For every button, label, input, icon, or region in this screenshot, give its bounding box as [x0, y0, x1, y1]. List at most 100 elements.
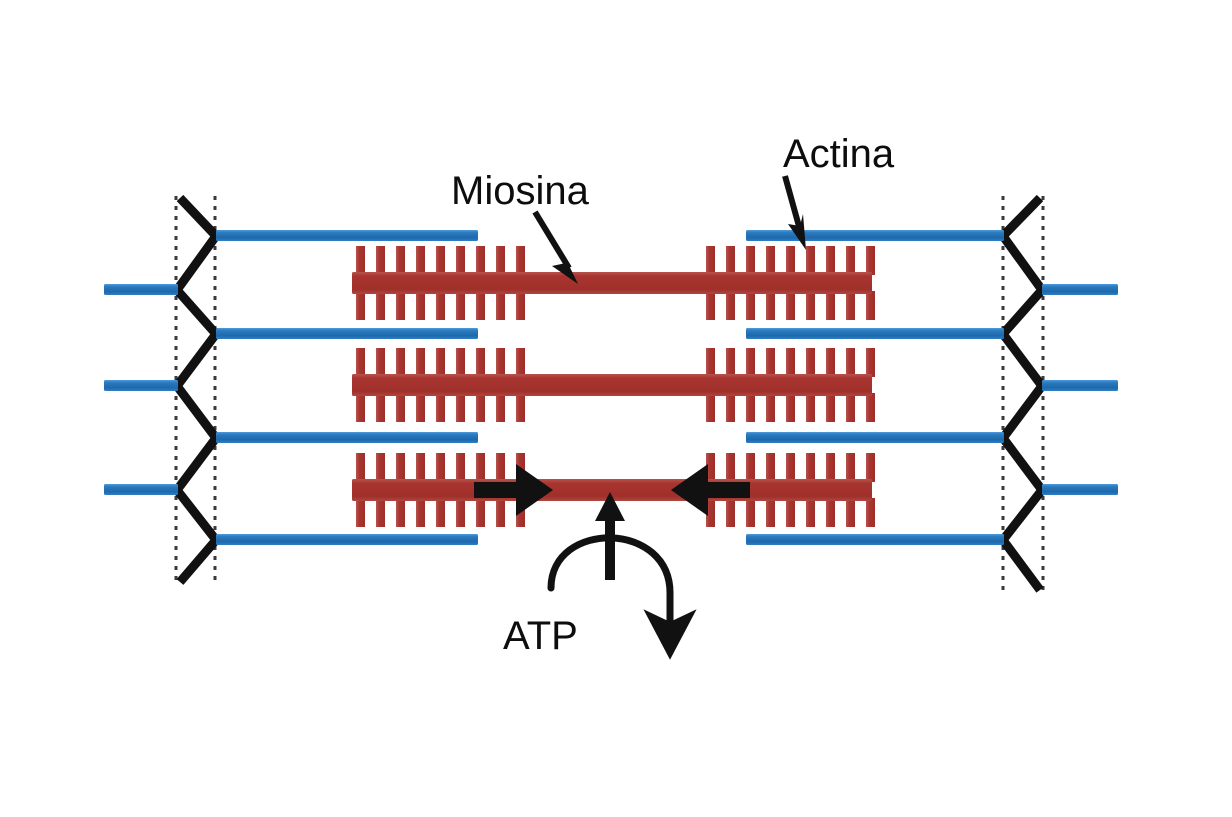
- myosin-row-2-tooth-up-1-7: [846, 348, 855, 377]
- actin-stubs-left-outer: [104, 284, 178, 495]
- myosin-row-3-tooth-down-0-3: [416, 498, 425, 527]
- myosin-row-1-tooth-up-1-6: [826, 246, 835, 275]
- myosin-row-3-tooth-down-0-5: [456, 498, 465, 527]
- myosin-row-2-tooth-down-1-6: [826, 393, 835, 422]
- myosin-row-2-tooth-up-1-6: [826, 348, 835, 377]
- myosin-row-3-tooth-up-1-4: [786, 453, 795, 482]
- myosin-row-3-tooth-down-0-0: [356, 498, 365, 527]
- left-z-disc-zigzag: [171, 194, 222, 585]
- myosin-row-1-tooth-down-1-8: [866, 291, 875, 320]
- myosin-row-3-tooth-down-0-7: [496, 498, 505, 527]
- myosin-row-2-tooth-down-1-2: [746, 393, 755, 422]
- myosin-row-1-tooth-down-1-7: [846, 291, 855, 320]
- actin-stub-left-1: [104, 284, 178, 295]
- atp-up-arrow-icon: [595, 492, 625, 580]
- myosin-row-3-tooth-down-1-5: [806, 498, 815, 527]
- myosin-row-3-tooth-up-1-0: [706, 453, 715, 482]
- myosin-row-1-tooth-down-1-4: [786, 291, 795, 320]
- actin-pointer-line: [782, 175, 803, 231]
- myosin-row-2-tooth-up-0-4: [436, 348, 445, 377]
- myosin-row-1-tooth-up-1-0: [706, 246, 715, 275]
- actin-filament-r-row3: [746, 432, 1004, 443]
- myosin-row-2-tooth-up-1-3: [766, 348, 775, 377]
- myosin-row-1-tooth-down-1-2: [746, 291, 755, 320]
- myosin-row-1-tooth-up-1-5: [806, 246, 815, 275]
- myosin-row-2-tooth-down-0-2: [396, 393, 405, 422]
- myosin-row-2-tooth-down-1-4: [786, 393, 795, 422]
- myosin-row-3-tooth-up-1-8: [866, 453, 875, 482]
- myosin-row-1-tooth-down-0-6: [476, 291, 485, 320]
- myosin-row-1-tooth-up-0-5: [456, 246, 465, 275]
- myosin-row-3-tooth-up-0-3: [416, 453, 425, 482]
- actin-stub-right-1: [1042, 284, 1118, 295]
- myosin-row-2-tooth-down-0-3: [416, 393, 425, 422]
- myosin-row-2-tooth-up-1-8: [866, 348, 875, 377]
- myosin-row-3-tooth-up-1-7: [846, 453, 855, 482]
- myosin-row-1-tooth-up-0-7: [496, 246, 505, 275]
- myosin-row-1-tooth-down-0-4: [436, 291, 445, 320]
- myosin-row-1-tooth-up-1-2: [746, 246, 755, 275]
- myosin-row-1-tooth-down-0-3: [416, 291, 425, 320]
- myosin-row-2-tooth-up-0-5: [456, 348, 465, 377]
- actin-filament-l-row1: [216, 230, 478, 241]
- myosin-row-3-tooth-down-1-0: [706, 498, 715, 527]
- actin-stub-left-2: [104, 380, 178, 391]
- myosin-row-1-tooth-down-0-1: [376, 291, 385, 320]
- right-z-disc-zigzag: [997, 194, 1048, 593]
- myosin-row-2-tooth-down-0-8: [516, 393, 525, 422]
- myosin-row-3-tooth-up-0-7: [496, 453, 505, 482]
- myosin-row-1-tooth-up-0-4: [436, 246, 445, 275]
- myosin-row-2-tooth-up-1-1: [726, 348, 735, 377]
- myosin-row-3-tooth-down-1-1: [726, 498, 735, 527]
- myosin-row-3-tooth-up-0-1: [376, 453, 385, 482]
- actin-filament-l-row4: [216, 534, 478, 545]
- myosin-row-3-tooth-down-1-6: [826, 498, 835, 527]
- actin-stub-right-2: [1042, 380, 1118, 391]
- myosin-row-3-tooth-down-1-3: [766, 498, 775, 527]
- contraction-arrow-left-icon: [671, 464, 750, 516]
- actin-filament-l-row2: [216, 328, 478, 339]
- contraction-arrow-right-icon: [474, 464, 553, 516]
- label-atp: ATP: [503, 614, 578, 658]
- myosin-row-2-tooth-down-0-5: [456, 393, 465, 422]
- myosin-row-1-tooth-down-1-0: [706, 291, 715, 320]
- actin-stub-left-3: [104, 484, 178, 495]
- myosin-row-2-tooth-down-1-0: [706, 393, 715, 422]
- left-z-disc: [171, 194, 222, 585]
- myosin-row-2-tooth-up-1-5: [806, 348, 815, 377]
- myosin-row-1-tooth-up-1-1: [726, 246, 735, 275]
- myosin-row-2-tooth-up-0-1: [376, 348, 385, 377]
- myosin-row-2-tooth-up-0-3: [416, 348, 425, 377]
- label-actina: Actina: [783, 132, 895, 176]
- actin-filament-r-row1: [746, 230, 1004, 241]
- myosin-row-3-tooth-up-1-6: [826, 453, 835, 482]
- myosin-row-3-tooth-down-1-8: [866, 498, 875, 527]
- myosin-row-1-tooth-down-1-1: [726, 291, 735, 320]
- myosin-row-1-tooth-down-0-8: [516, 291, 525, 320]
- myosin-row-1-tooth-down-1-5: [806, 291, 815, 320]
- myosin-row-1-tooth-up-0-0: [356, 246, 365, 275]
- myosin-row-2-tooth-down-1-5: [806, 393, 815, 422]
- actin-pointer-arrowhead: [788, 214, 806, 250]
- myosin-row-1-tooth-up-0-6: [476, 246, 485, 275]
- myosin-row-1-tooth-down-0-5: [456, 291, 465, 320]
- myosin-pointer-arrowhead: [552, 251, 578, 284]
- myosin-row-3-tooth-up-1-3: [766, 453, 775, 482]
- actin-filament-r-row4: [746, 534, 1004, 545]
- actin-stubs-right-outer: [1042, 284, 1118, 495]
- myosin-row-2-tooth-up-0-8: [516, 348, 525, 377]
- myosin-row-1: [352, 246, 875, 320]
- atp-curved-arrow: [547, 534, 697, 660]
- myosin-row-1-tooth-up-1-8: [866, 246, 875, 275]
- myosin-row-2-tooth-up-0-6: [476, 348, 485, 377]
- actin-filament-r-row2: [746, 328, 1004, 339]
- myosin-row-3-tooth-down-0-1: [376, 498, 385, 527]
- actin-filaments-right: [746, 230, 1004, 545]
- myosin-row-2-tooth-down-0-6: [476, 393, 485, 422]
- myosin-row-3-tooth-up-0-4: [436, 453, 445, 482]
- myosin-row-1-tooth-up-0-1: [376, 246, 385, 275]
- atp-arrows: [547, 492, 697, 660]
- myosin-row-3-tooth-up-1-5: [806, 453, 815, 482]
- myosin-row-2-tooth-down-1-3: [766, 393, 775, 422]
